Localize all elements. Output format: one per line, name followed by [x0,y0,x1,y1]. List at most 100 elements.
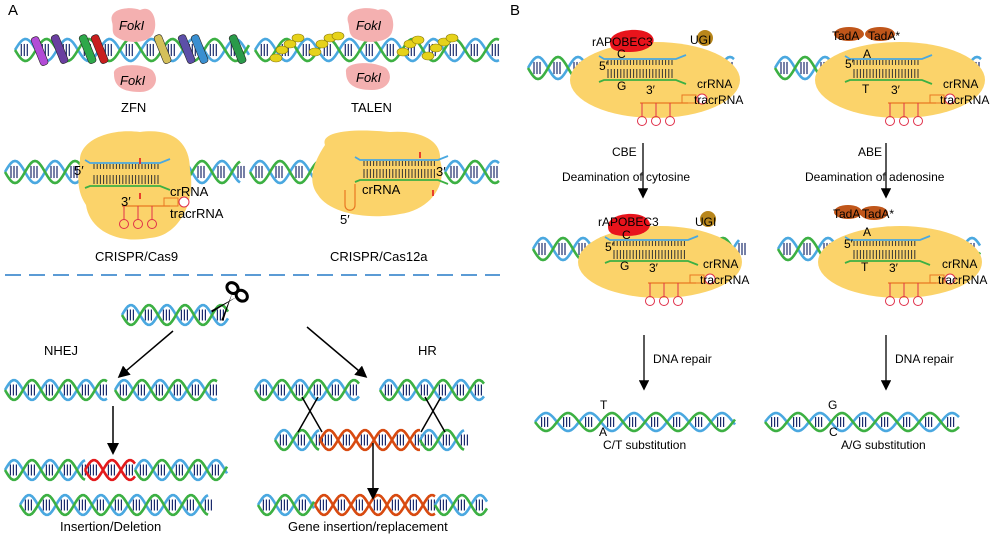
abe-result-label: A/G substitution [841,438,926,452]
tale-repeat [308,47,322,57]
dna-strand [443,159,500,185]
tracrrna-label: tracrRNA [940,93,989,107]
hr-crossover-lines [297,396,446,433]
hr-donor-right [418,428,468,452]
hairpin-loop [637,116,647,126]
foki-top-blob [111,8,156,42]
dna-rna-hybrid [604,235,716,306]
rapobec3-enzyme [610,29,654,52]
tada-star-label: TadA* [862,207,894,221]
cbe-result-top-base: T [600,398,608,412]
hairpin-loop [119,219,129,229]
abe-result-top-base: G [828,398,837,412]
tale-repeat [421,51,435,61]
cas12a-title: CRISPR/Cas12a [330,249,428,264]
abe-repair-label: DNA repair [895,352,954,366]
non-target-strand [604,260,699,266]
foki-top-label: FokI [356,18,382,33]
dna-strand [113,378,218,402]
dna-strand [433,493,489,517]
tale-repeat [291,33,305,43]
foki-bottom-blob [345,63,390,90]
abe-step-desc: Deamination of adenosine [805,170,945,184]
non-target-strand [598,79,687,85]
tada-enzyme [834,27,864,41]
tada-label: TadA [833,207,860,221]
bottom-base-label: G [617,79,626,93]
hairpin-loop [704,273,716,285]
foki-bottom-label: FokI [356,70,382,85]
dna-rna-hybrid [84,158,190,229]
hr-fragment-left [253,378,360,402]
five-prime-label: 5′ [605,240,615,254]
ugi-protein [697,30,713,46]
dna-strand [318,428,420,452]
dna-strand [433,493,489,517]
hairpin-loop [899,116,909,126]
hairpin-loop [665,116,675,126]
dna-strand [533,411,737,433]
abe-step-label: ABE [858,145,882,159]
dna-strand [318,428,420,452]
cas12a-dna-right [443,159,500,185]
zinc-finger [50,34,69,64]
dna-strand [3,458,86,482]
cbe-result-dna [533,411,737,433]
zfn-dna [13,37,251,63]
tada-star-label: TadA* [868,29,900,43]
tracrrna-label: tracrRNA [170,206,224,221]
dna-strand [18,493,209,517]
hairpin-loop [696,93,708,105]
dna-strand [443,159,500,185]
cas9-nickase [818,226,982,298]
tada-label: TadA [832,29,859,43]
top-base-label: C [617,47,626,61]
repeat-antirepeat [681,94,697,104]
five-prime-label: 5′ [74,163,84,178]
nhej-result-label: Insertion/Deletion [60,519,161,534]
crrna-label: crRNA [943,77,978,91]
three-prime-label: 3′ [121,194,131,209]
bottom-base-label: T [861,260,869,274]
non-target-strand [844,260,931,266]
top-base-label: A [863,47,871,61]
abe-deaminated-complex: TadA TadA* A 5′ T 3′ crRNA tracrRNA [818,205,987,306]
target-strand [844,54,933,60]
foki-bottom-label: FokI [120,73,146,88]
dna-strand [120,303,230,327]
dna-strand [253,378,360,402]
repeat-antirepeat [929,94,945,104]
foki-bottom-blob [113,65,156,92]
talen-diagram: FokI FokI TALEN [269,8,459,115]
panel-label-a: A [8,2,18,19]
ugi-label: UGI [690,33,711,47]
hairpin-loop [178,196,190,208]
tale-repeat [331,31,345,41]
hr-arrow [306,326,368,378]
cas9-title: CRISPR/Cas9 [95,249,178,264]
hr-inserted-gene [313,493,436,517]
dna-strand [378,378,485,402]
enzyme-label: rAPOBEC3 [592,35,653,49]
dna-strand [378,378,485,402]
dna-rna-hybrid [844,235,956,306]
cas9-dna-left [3,159,87,185]
dna-strand [3,378,108,402]
target-strand [84,158,171,164]
cbe-step-label: CBE [612,145,637,159]
hairpin-loop [885,296,895,306]
crrna-label: crRNA [942,257,977,271]
rapobec3-enzyme [608,213,650,236]
nhej-label: NHEJ [44,343,78,358]
tada-star-enzyme [860,206,888,220]
dna-strand [113,378,218,402]
zinc-finger [153,34,172,64]
three-prime-label: 3′ [436,164,446,179]
ugi-protein [700,211,716,227]
dna-strand [418,428,465,452]
zinc-finger [228,34,247,64]
zinc-finger [78,34,97,64]
talen-title: TALEN [351,100,392,115]
hr-label: HR [418,343,437,358]
